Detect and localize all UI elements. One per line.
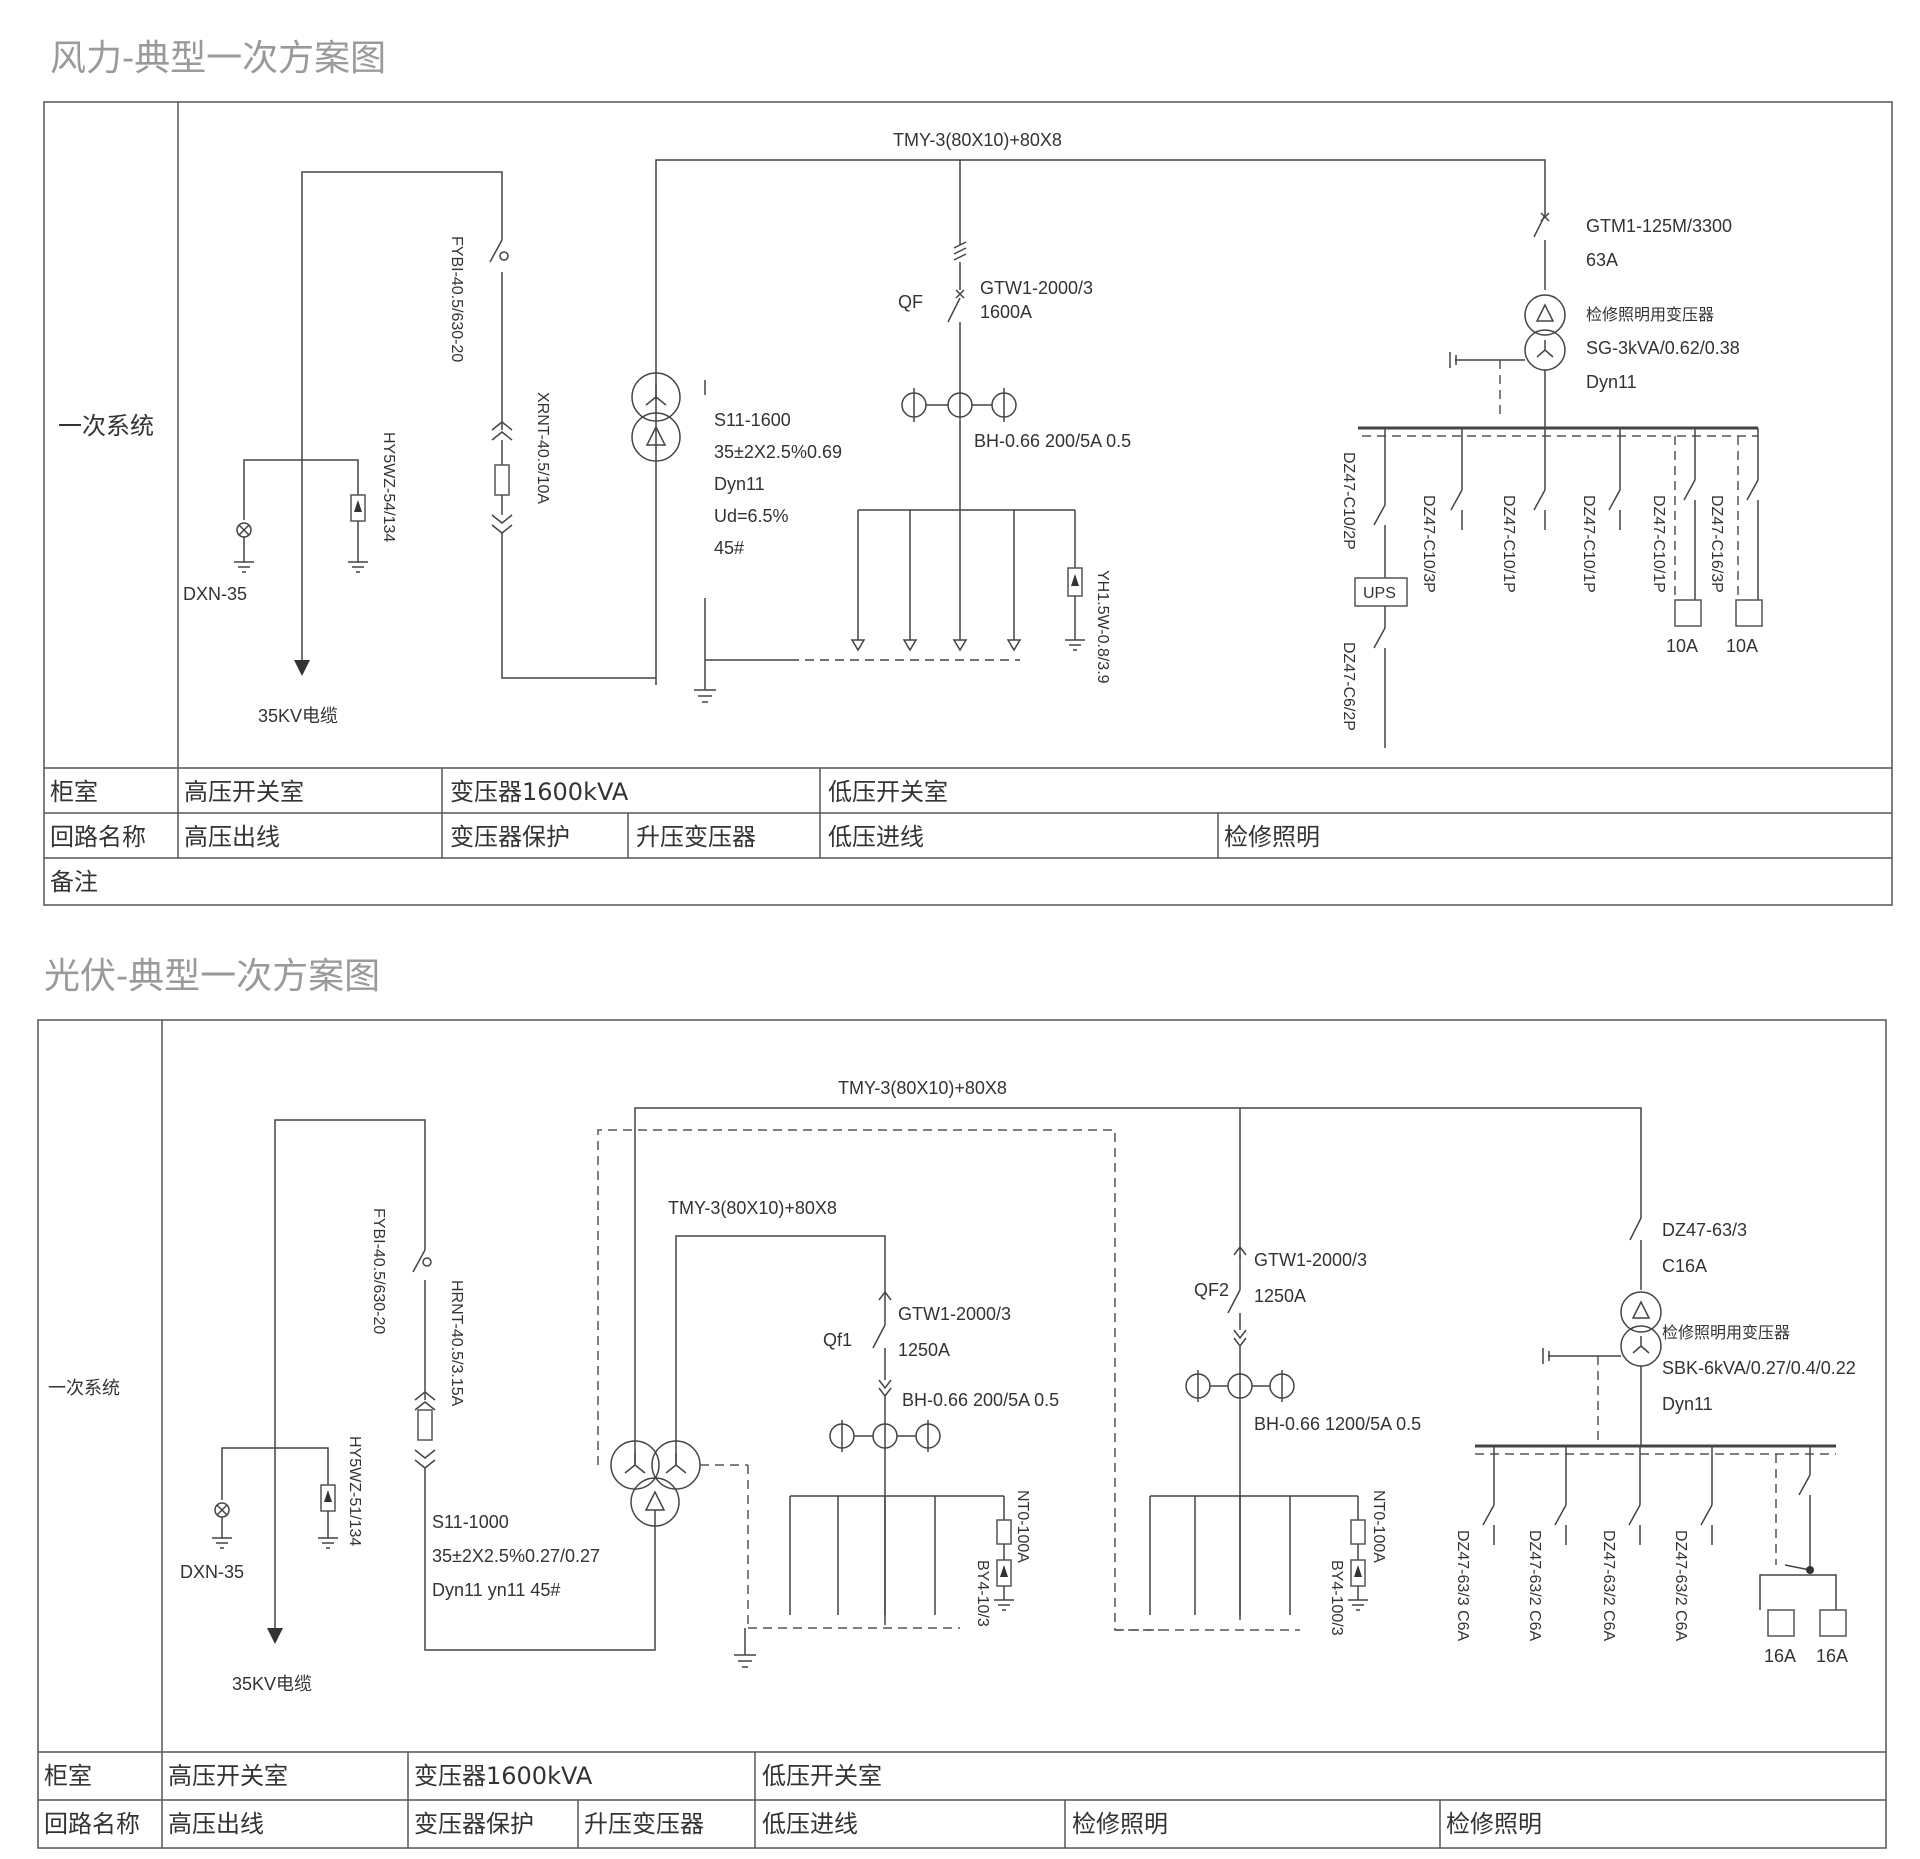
pv-fb2-label: DZ47-63/2 C6A <box>1526 1530 1543 1641</box>
wind-socket2: 10A <box>1726 636 1758 656</box>
pv-frame <box>37 1019 1887 1849</box>
pv-aux-tr-group: Dyn11 <box>1662 1394 1713 1414</box>
pv-row2-c5: 检修照明 <box>1072 1810 1168 1838</box>
wind-row2-c4: 低压进线 <box>828 823 924 851</box>
pv-side-label: 一次系统 <box>48 1378 120 1399</box>
pv-aux-rating: C16A <box>1662 1256 1707 1276</box>
pv-nt1-label: NT0-100A <box>1014 1490 1031 1563</box>
wind-lv-arrester-label: YH1.5W-0.8/3.9 <box>1094 570 1111 684</box>
pv-row1-c1: 高压开关室 <box>168 1762 288 1790</box>
wind-tr-group: Dyn11 <box>714 474 765 494</box>
pv-main-bus-label: TMY-3(80X10)+80X8 <box>838 1078 1007 1098</box>
pv-sub-bus-label: TMY-3(80X10)+80X8 <box>668 1198 837 1218</box>
pv-socket2: 16A <box>1816 1646 1848 1666</box>
wind-tr-ud: Ud=6.5% <box>714 506 789 526</box>
wind-aux-rating: 63A <box>1586 250 1618 270</box>
pv-b1-rating: 1250A <box>898 1340 950 1360</box>
pv-row2-c6: 检修照明 <box>1446 1810 1542 1838</box>
pv-qf2-label: QF2 <box>1194 1280 1229 1300</box>
pv-indicator-label: DXN-35 <box>180 1562 244 1582</box>
pv-feeders: DZ47-63/3 C6A DZ47-63/2 C6A DZ47-63/2 C6… <box>1454 1446 1848 1666</box>
pv-b2-model: GTW1-2000/3 <box>1254 1250 1367 1270</box>
wind-frame <box>43 101 1893 906</box>
wind-cable-label: 35KV电缆 <box>258 706 338 726</box>
wind-row2-c1: 高压出线 <box>184 823 280 851</box>
pv-fb1-label: DZ47-63/3 C6A <box>1454 1530 1471 1641</box>
pv-b1-model: GTW1-2000/3 <box>898 1304 1011 1324</box>
pv-row1-c3: 低压开关室 <box>762 1762 882 1790</box>
wind-row3-label: 备注 <box>50 868 98 896</box>
pv-cable-label: 35KV电缆 <box>232 1674 312 1694</box>
wind-indicator-label: DXN-35 <box>183 584 247 604</box>
wind-fb5-label: DZ47-C10/1P <box>1650 495 1667 593</box>
wind-tr-no: 45# <box>714 538 744 558</box>
wind-fb3-label: DZ47-C10/1P <box>1500 495 1517 593</box>
wind-row1-c1: 高压开关室 <box>184 778 304 806</box>
pv-aux-tr-model: SBK-6kVA/0.27/0.4/0.22 <box>1662 1358 1856 1378</box>
pv-row2-c4: 低压进线 <box>762 1810 858 1838</box>
pv-fb3-label: DZ47-63/2 C6A <box>1600 1530 1617 1641</box>
pv-by2-label: BY4-100/3 <box>1328 1560 1345 1636</box>
pv-hv-switch-label: FYBI-40.5/630-20 <box>370 1208 387 1334</box>
wind-row1-c2: 变压器1600kVA <box>450 778 629 806</box>
wind-aux-breaker: GTM1-125M/3300 <box>1586 216 1732 236</box>
wind-fb2-label: DZ47-C10/3P <box>1420 495 1437 593</box>
wind-ct-label: BH-0.66 200/5A 0.5 <box>974 431 1131 451</box>
pv-tr-group: Dyn11 yn11 45# <box>432 1580 560 1600</box>
pv-row2-c1: 高压出线 <box>168 1810 264 1838</box>
wind-tr-model: S11-1600 <box>714 410 791 430</box>
wind-tr-ratio: 35±2X2.5%0.69 <box>714 442 842 462</box>
wind-breaker-rating: 1600A <box>980 302 1032 322</box>
pv-aux-breaker: DZ47-63/3 <box>1662 1220 1747 1240</box>
pv-diagram: TMY-3(80X10)+80X8 TMY-3(80X10)+80X8 35KV… <box>180 1078 1856 1694</box>
wind-diagram: TMY-3(80X10)+80X8 35KV电缆 FYBI-40.5/630-2… <box>183 130 1763 748</box>
wind-row1-label: 柜室 <box>50 778 98 806</box>
wind-qf-label: QF <box>898 292 923 312</box>
pv-hv-fuse-label: HRNT-40.5/3.15A <box>448 1280 465 1407</box>
pv-qf1-label: Qf1 <box>823 1330 852 1350</box>
pv-row1-label: 柜室 <box>44 1762 92 1790</box>
pv-tr-model: S11-1000 <box>432 1512 509 1532</box>
pv-tr-ratio: 35±2X2.5%0.27/0.27 <box>432 1546 600 1566</box>
pv-row2-label: 回路名称 <box>44 1810 140 1838</box>
wind-row1-c3: 低压开关室 <box>828 778 948 806</box>
pv-fb4-label: DZ47-63/2 C6A <box>1672 1530 1689 1641</box>
pv-ct2-label: BH-0.66 1200/5A 0.5 <box>1254 1414 1421 1434</box>
wind-hv-fuse-label: XRNT-40.5/10A <box>534 392 551 504</box>
pv-row1-c2: 变压器1600kVA <box>414 1762 593 1790</box>
wind-row2-c2: 变压器保护 <box>450 823 570 851</box>
pv-row2-c3: 升压变压器 <box>584 1810 704 1838</box>
wind-fb1-label: DZ47-C10/2P <box>1340 452 1357 550</box>
wind-row2-c5: 检修照明 <box>1224 823 1320 851</box>
pv-by1-label: BY4-10/3 <box>974 1560 991 1627</box>
wind-row2-label: 回路名称 <box>50 823 146 851</box>
wind-feeders: UPS DZ47-C10/2P DZ47-C6/2P DZ47-C10/3P D… <box>1340 428 1763 748</box>
wind-aux-tr-group: Dyn11 <box>1586 372 1637 392</box>
wind-aux-tr-model: SG-3kVA/0.62/0.38 <box>1586 338 1740 358</box>
wind-row2-c3: 升压变压器 <box>636 823 756 851</box>
wind-hv-switch-label: FYBI-40.5/630-20 <box>448 236 465 362</box>
wind-breaker-model: GTW1-2000/3 <box>980 278 1093 298</box>
pv-arrester-label: HY5WZ-51/134 <box>346 1436 363 1546</box>
wind-fb1b-label: DZ47-C6/2P <box>1340 642 1357 731</box>
wind-main-bus-label: TMY-3(80X10)+80X8 <box>893 130 1062 150</box>
wind-fb4-label: DZ47-C10/1P <box>1580 495 1597 593</box>
pv-aux-tr-name: 检修照明用变压器 <box>1662 1324 1790 1342</box>
wind-fb6-label: DZ47-C16/3P <box>1708 495 1725 593</box>
wind-aux-tr-name: 检修照明用变压器 <box>1586 306 1714 324</box>
pv-socket1: 16A <box>1764 1646 1796 1666</box>
pv-nt2-label: NT0-100A <box>1370 1490 1387 1563</box>
pv-b2-rating: 1250A <box>1254 1286 1306 1306</box>
wind-arrester-label: HY5WZ-54/134 <box>380 432 397 542</box>
pv-ct1-label: BH-0.66 200/5A 0.5 <box>902 1390 1059 1410</box>
wind-cable-arrow <box>294 660 310 676</box>
pv-row2-c2: 变压器保护 <box>414 1810 534 1838</box>
wind-title: 风力-典型一次方案图 <box>50 38 386 79</box>
wind-side-label: 一次系统 <box>58 412 154 440</box>
pv-title: 光伏-典型一次方案图 <box>44 956 380 997</box>
wind-socket1: 10A <box>1666 636 1698 656</box>
wind-ups-label: UPS <box>1363 585 1396 602</box>
